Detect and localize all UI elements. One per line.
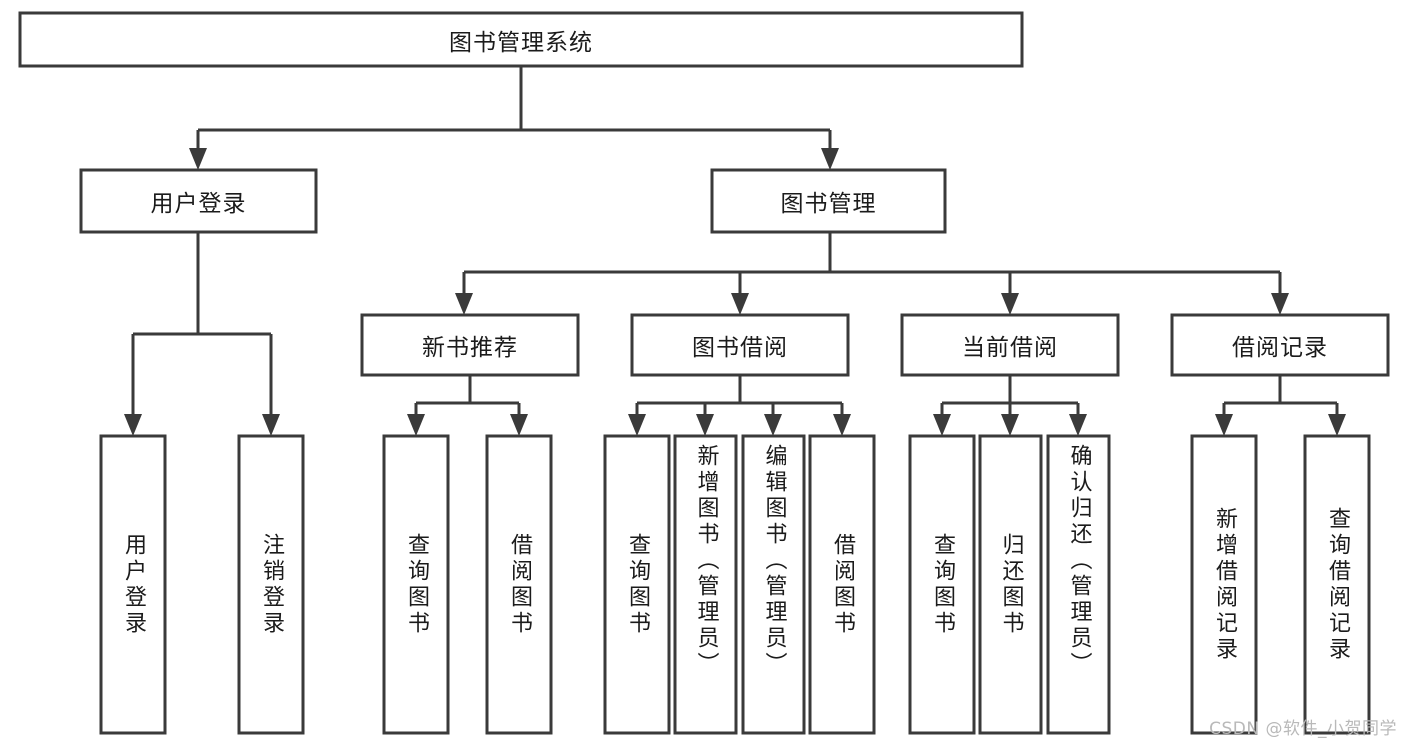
node-box-leaf-borrow-book-2[interactable]	[808, 434, 876, 735]
node-box-root[interactable]	[18, 11, 1024, 68]
arrow-head-leaf-logout	[262, 414, 280, 436]
node-box-leaf-user-login[interactable]	[99, 434, 167, 735]
arrow-head-user-login	[189, 148, 207, 170]
node-box-leaf-borrow-book-1[interactable]	[485, 434, 553, 735]
node-box-borrow-record[interactable]	[1170, 313, 1390, 377]
arrow-head-new-book-recommend	[455, 293, 473, 315]
arrow-head-book-borrow	[731, 293, 749, 315]
node-box-leaf-return-book[interactable]	[978, 434, 1043, 735]
arrow-head-leaf-query-book-1	[407, 414, 425, 436]
arrow-head-leaf-query-book-2	[628, 414, 646, 436]
node-box-leaf-edit-book[interactable]	[741, 434, 806, 735]
arrow-head-leaf-user-login	[124, 414, 142, 436]
node-box-current-borrow[interactable]	[900, 313, 1120, 377]
arrow-head-leaf-confirm-return	[1069, 414, 1087, 436]
node-box-leaf-add-record[interactable]	[1190, 434, 1258, 735]
arrow-head-leaf-borrow-book-2	[833, 414, 851, 436]
node-box-leaf-logout[interactable]	[237, 434, 305, 735]
arrow-head-leaf-query-book-3	[933, 414, 951, 436]
node-box-leaf-add-book[interactable]	[673, 434, 738, 735]
node-box-leaf-confirm-return[interactable]	[1046, 434, 1111, 735]
node-box-book-borrow[interactable]	[630, 313, 850, 377]
arrow-head-borrow-record	[1271, 293, 1289, 315]
node-box-leaf-query-book-2[interactable]	[603, 434, 671, 735]
node-box-group	[18, 11, 1390, 735]
node-box-user-login[interactable]	[79, 168, 318, 234]
node-box-leaf-query-book-3[interactable]	[908, 434, 976, 735]
arrow-head-leaf-add-record	[1215, 414, 1233, 436]
arrow-head-leaf-edit-book	[764, 414, 782, 436]
watermark-text: CSDN @软件_小贺同学	[1209, 719, 1397, 739]
arrow-head-leaf-add-book	[696, 414, 714, 436]
node-box-new-book-recommend[interactable]	[360, 313, 580, 377]
node-box-leaf-query-book-1[interactable]	[382, 434, 450, 735]
node-box-leaf-query-record[interactable]	[1303, 434, 1371, 735]
arrow-head-book-management	[821, 148, 839, 170]
arrow-head-leaf-query-record	[1328, 414, 1346, 436]
connector-group	[124, 66, 1346, 436]
arrow-head-current-borrow	[1001, 293, 1019, 315]
arrow-head-leaf-borrow-book-1	[510, 414, 528, 436]
node-box-book-management[interactable]	[710, 168, 947, 234]
arrow-head-leaf-return-book	[1001, 414, 1019, 436]
